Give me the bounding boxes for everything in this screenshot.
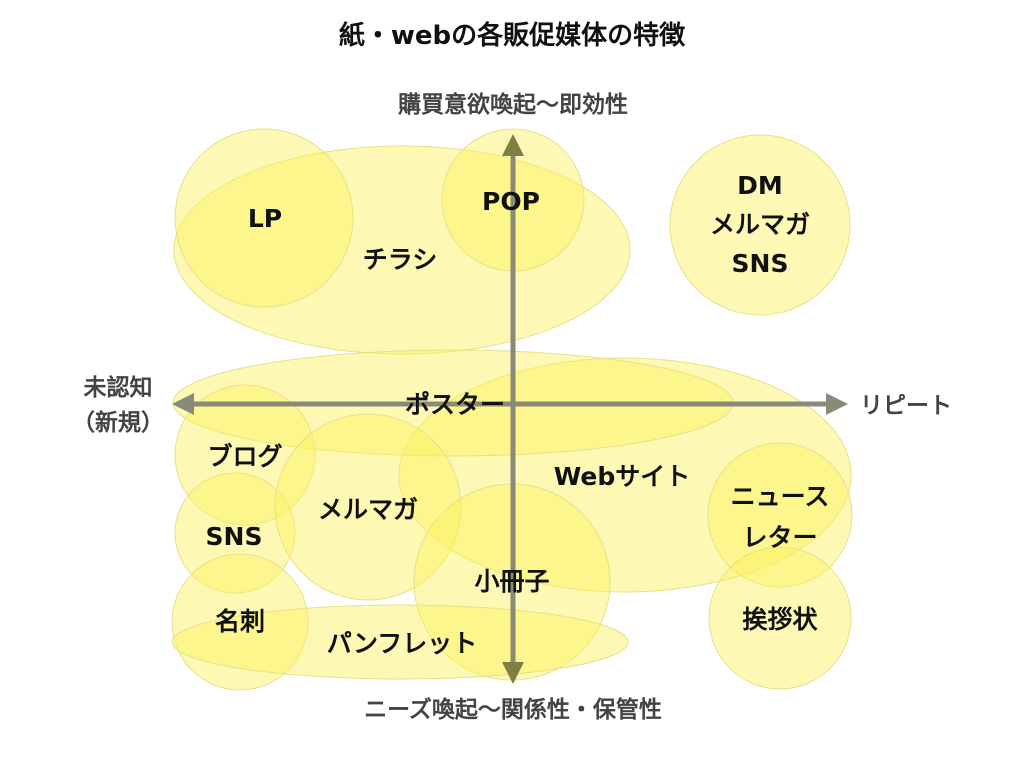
axis-labels: 購買意欲喚起〜即効性 ニーズ喚起〜関係性・保管性 未認知 （新規） リピート <box>72 91 952 723</box>
up-arrowhead-icon <box>502 134 524 156</box>
lp-bubble <box>174 128 354 308</box>
left-arrowhead-icon <box>172 393 194 415</box>
label-mailmag-top: メルマガ <box>710 210 810 239</box>
axis-label-bottom: ニーズ喚起〜関係性・保管性 <box>364 696 662 723</box>
label-meishi: 名刺 <box>215 607 265 636</box>
meishi-bubble <box>171 553 309 691</box>
axis-label-left-line2: （新規） <box>72 409 164 436</box>
label-pamphlet: パンフレット <box>327 629 478 658</box>
chirashi-bubble <box>173 145 631 355</box>
axis-label-right: リピート <box>860 393 952 419</box>
blog-bubble <box>174 384 316 526</box>
label-dm: DM <box>737 171 783 200</box>
mailmag-bubble <box>274 413 462 601</box>
label-chirashi: チラシ <box>363 245 438 274</box>
greeting-bubble <box>708 546 852 690</box>
label-sns-top: SNS <box>732 249 789 278</box>
axis-label-left-line1: 未認知 <box>84 374 153 401</box>
label-mailmag: メルマガ <box>318 495 418 524</box>
label-newsletter-line2: レター <box>742 523 817 552</box>
label-greeting: 挨拶状 <box>742 605 818 634</box>
label-sns: SNS <box>206 522 263 551</box>
label-blog: ブログ <box>207 442 282 471</box>
label-lp: LP <box>248 204 282 233</box>
dm-group-bubble <box>669 134 851 316</box>
label-newsletter-line1: ニュース <box>731 482 830 511</box>
chart-title: 紙・webの各販促媒体の特徴 <box>339 20 686 51</box>
sns-bubble <box>174 472 296 594</box>
down-arrowhead-icon <box>502 662 524 684</box>
axes <box>172 134 848 684</box>
label-website: Webサイト <box>554 462 691 491</box>
axis-label-top: 購買意欲喚起〜即効性 <box>398 91 628 118</box>
media-labels: LP チラシ POP DM メルマガ SNS ポスター Webサイト ブログ S… <box>206 171 830 658</box>
label-poster: ポスター <box>405 390 505 419</box>
right-arrowhead-icon <box>826 393 848 415</box>
newsletter-bubble <box>707 442 853 588</box>
label-pop: POP <box>482 187 540 216</box>
label-booklet: 小冊子 <box>474 567 549 596</box>
